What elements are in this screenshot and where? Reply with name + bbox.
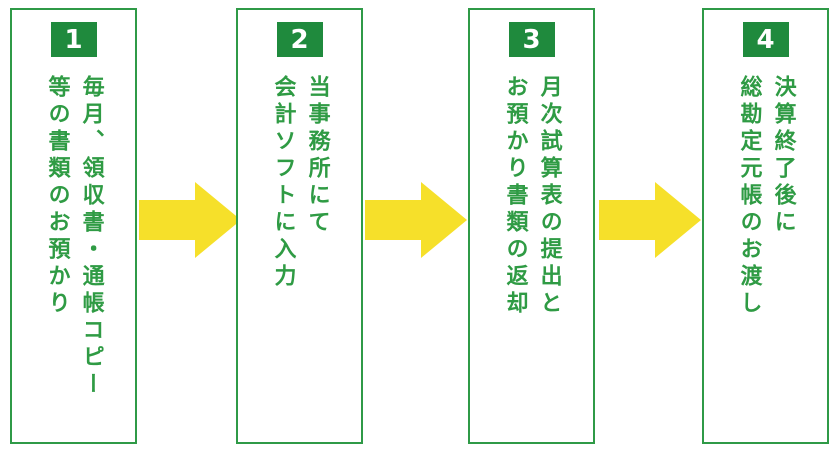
step-text-line: 月次試算表の提出と: [536, 75, 562, 318]
step-text-4: 決算終了後に 総勘定元帳のお渡し: [731, 75, 799, 318]
step-number-badge-4: 4: [742, 22, 789, 57]
arrow-shaft: [139, 200, 195, 240]
step-text-line: 総勘定元帳のお渡し: [736, 75, 762, 318]
flow-arrow-2: [365, 182, 467, 258]
step-number-badge-2: 2: [276, 22, 323, 57]
step-text-3: 月次試算表の提出と お預かり書類の返却: [497, 75, 565, 318]
arrow-right-icon: [655, 182, 701, 258]
step-text-line: 等の書類のお預かり: [44, 75, 70, 318]
step-box-1: 1 毎月、領収書・通帳コピー 等の書類のお預かり: [10, 8, 137, 444]
step-box-4: 4 決算終了後に 総勘定元帳のお渡し: [702, 8, 829, 444]
step-box-3: 3 月次試算表の提出と お預かり書類の返却: [468, 8, 595, 444]
step-text-2: 当事務所にて 会計ソフトに入力: [265, 75, 333, 291]
flow-arrow-1: [139, 182, 241, 258]
arrow-shaft: [365, 200, 421, 240]
step-text-line: 当事務所にて: [304, 75, 330, 237]
step-text-line: 毎月、領収書・通帳コピー: [78, 75, 104, 399]
step-box-2: 2 当事務所にて 会計ソフトに入力: [236, 8, 363, 444]
arrow-right-icon: [421, 182, 467, 258]
step-text-line: 決算終了後に: [770, 75, 796, 237]
step-text-1: 毎月、領収書・通帳コピー 等の書類のお預かり: [39, 75, 107, 399]
flow-arrow-3: [599, 182, 701, 258]
arrow-right-icon: [195, 182, 241, 258]
step-text-line: 会計ソフトに入力: [270, 75, 296, 291]
step-number-badge-3: 3: [508, 22, 555, 57]
step-number-badge-1: 1: [50, 22, 97, 57]
arrow-shaft: [599, 200, 655, 240]
step-text-line: お預かり書類の返却: [502, 75, 528, 318]
